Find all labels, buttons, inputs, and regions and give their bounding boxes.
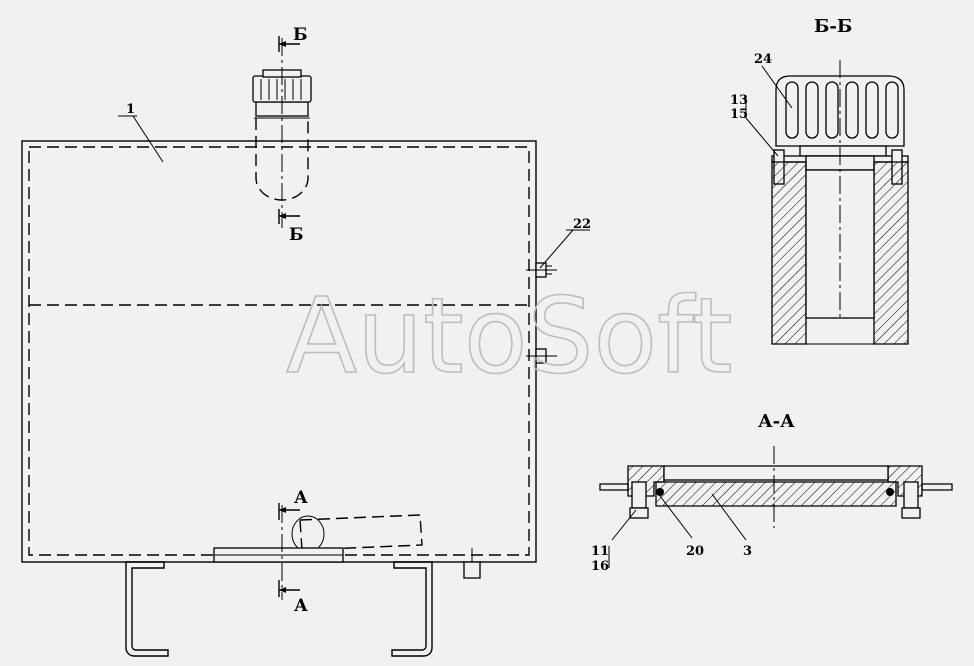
cut-mark-a-top: А <box>294 488 308 508</box>
outlet-pipe <box>213 514 481 579</box>
callout-20: 20 <box>686 544 704 559</box>
section-aa-view <box>599 446 953 568</box>
section-title-bb: Б-Б <box>814 16 852 37</box>
callout-1: 1 <box>126 102 135 117</box>
section-title-aa: А-А <box>758 411 795 432</box>
callout-16: 16 <box>591 559 609 574</box>
cut-mark-a-bottom: А <box>294 596 308 616</box>
section-bb-view <box>745 60 909 345</box>
tank-main-view <box>21 36 590 657</box>
callout-24: 24 <box>754 52 772 67</box>
cut-mark-b-top: Б <box>293 25 308 45</box>
cut-mark-b-bottom: Б <box>289 225 304 245</box>
callout-13: 13 <box>730 93 748 108</box>
side-fittings <box>526 262 557 364</box>
callout-15: 15 <box>730 107 748 122</box>
callout-3: 3 <box>743 544 752 559</box>
callout-22: 22 <box>573 217 591 232</box>
callout-11: 11 <box>591 544 609 559</box>
watermark: AutoSoft <box>286 275 733 397</box>
